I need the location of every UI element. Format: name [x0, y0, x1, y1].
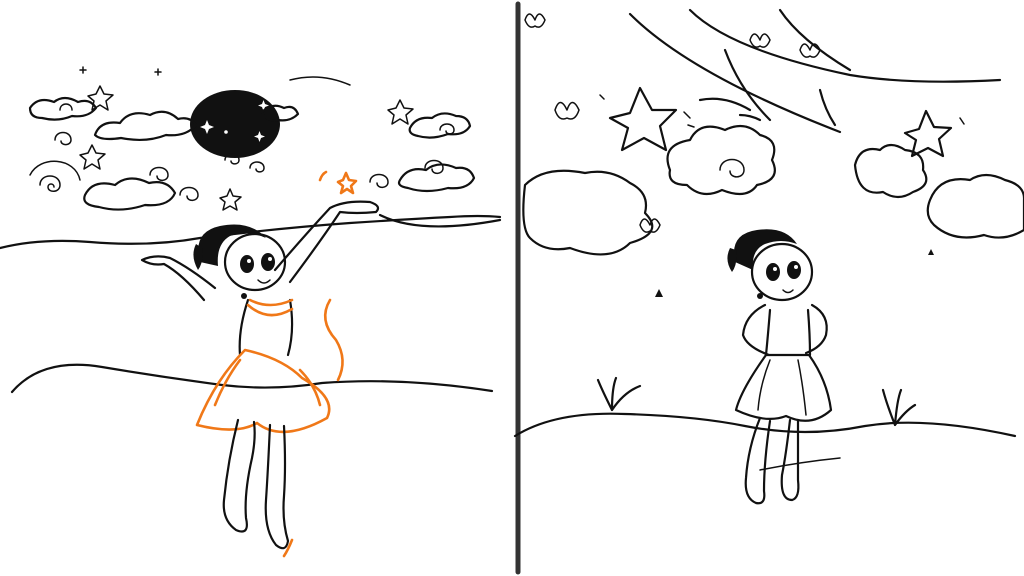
hill-line: [513, 412, 1017, 438]
hill-line: [759, 457, 841, 471]
tree-branch: [628, 8, 1002, 134]
cloud-icon: [408, 112, 472, 139]
hill-line: [10, 363, 494, 394]
cloud-icon: [260, 104, 300, 122]
cloud-icon: [28, 96, 98, 121]
cloud-icon: [83, 177, 177, 211]
girl-figure: [140, 170, 380, 558]
cloud-icon: [926, 173, 1024, 239]
butterfly-icon: [524, 13, 821, 233]
cloud-icon: [853, 143, 928, 199]
girl-figure: [727, 229, 833, 505]
moon-icon: [190, 90, 280, 158]
right-panel: [513, 8, 1024, 505]
cloud-icon: [93, 110, 198, 142]
grass-tuft-icon: [596, 376, 917, 427]
swirl-icon: [29, 76, 455, 202]
cloud-icon: [397, 163, 476, 193]
hill-line: [378, 213, 502, 228]
cloud-icon: [522, 169, 654, 256]
cloud-icon: [666, 124, 776, 196]
cloud-icon: [719, 158, 745, 178]
hill-line: [0, 214, 502, 250]
star-icon: [599, 86, 965, 158]
left-panel: [0, 66, 502, 558]
star-icon: [79, 66, 414, 211]
